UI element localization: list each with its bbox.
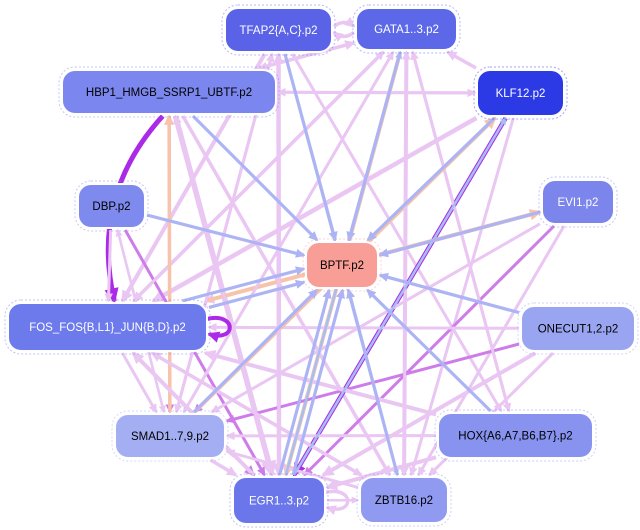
node-HBP1[interactable]: HBP1_HMGB_SSRP1_UBTF.p2 (58, 66, 280, 118)
node-body[interactable] (114, 413, 226, 459)
edge-EGR-HBP1 (173, 114, 274, 476)
edge-FOS-BPTF-hub7 (208, 279, 306, 309)
edge-HOX-FOS (203, 350, 437, 417)
edge-SMAD-EGR (209, 458, 238, 477)
node-body[interactable] (224, 7, 333, 53)
edge-EGR-BPTF-hub12 (291, 288, 345, 476)
node-body[interactable] (541, 179, 615, 225)
node-GATA[interactable]: GATA1..3.p2 (352, 4, 461, 54)
edge-DBP-FOS (104, 229, 113, 303)
edge-TFAP2-BPTF-hub0 (283, 53, 338, 242)
edge-ONECUT-FOS (207, 323, 520, 332)
edge-FOS-BPTF-hub6 (181, 266, 306, 303)
node-halo (538, 176, 618, 228)
node-halo (221, 4, 336, 56)
node-KLF12[interactable]: KLF12.p2 (473, 66, 568, 120)
node-halo (74, 180, 149, 232)
edge-SMAD-BPTF-hub9 (192, 288, 319, 414)
node-body[interactable] (77, 183, 146, 229)
node-halo (58, 66, 280, 118)
node-body[interactable] (476, 69, 565, 117)
edge-EVI1-SMAD (210, 222, 541, 414)
node-body[interactable] (355, 7, 458, 51)
edge-HOX-BPTF-hub10 (366, 288, 492, 413)
edge-TFAP2-HOX (291, 53, 503, 413)
node-TFAP2[interactable]: TFAP2{A,C}.p2 (221, 4, 336, 56)
self-loop-EGR (324, 489, 350, 515)
edge-EGR-KLF12 (293, 116, 507, 476)
edge-KLF12-GATA (445, 50, 477, 70)
node-SMAD[interactable]: SMAD1..7,9.p2 (111, 410, 229, 462)
node-BPTF[interactable]: BPTF.p2 (302, 238, 382, 292)
node-halo (302, 238, 382, 292)
self-loop-FOS (206, 315, 232, 343)
edge-HOX-EGR (324, 455, 437, 491)
edge-ONECUT-BPTF-hub8 (378, 272, 520, 315)
edge-GATA-BPTF-hub1 (346, 51, 402, 242)
node-halo (229, 473, 329, 528)
node-body[interactable] (61, 69, 277, 115)
edge-EVI1-BPTF-hub5 (378, 210, 541, 258)
node-FOS[interactable]: FOS_FOS{B,L1}_JUN{B,D}.p2 (4, 299, 211, 355)
node-body[interactable] (232, 476, 326, 525)
edge-SMAD-GATA (182, 50, 395, 413)
edge-FOS-SMAD (121, 352, 158, 414)
node-HOX[interactable]: HOX{A6,A7,B6,B7}.p2 (434, 409, 597, 462)
node-ZBTB16[interactable]: ZBTB16.p2 (356, 473, 452, 527)
node-body[interactable] (437, 412, 594, 459)
edge-KLF12-BPTF-hub3 (366, 116, 496, 242)
node-halo (356, 473, 452, 527)
node-ONECUT[interactable]: ONECUT1,2.p2 (517, 302, 639, 355)
edge-FOS-GATA (132, 50, 385, 303)
node-halo (434, 409, 597, 462)
node-halo (517, 302, 639, 355)
node-body[interactable] (520, 305, 636, 352)
node-EVI1[interactable]: EVI1.p2 (538, 176, 618, 228)
node-body[interactable] (7, 302, 208, 352)
node-body[interactable] (305, 241, 379, 289)
edge-EGR-TFAP2 (273, 52, 284, 476)
edge-KLF12-FOS (151, 116, 478, 303)
edge-ZBTB16-SMAD (225, 449, 359, 489)
edge-ZBTB16-GATA (402, 50, 411, 476)
node-body[interactable] (359, 476, 449, 524)
node-halo (352, 4, 461, 54)
edge-DBP-BPTF-hub4 (146, 213, 306, 258)
edge-HBP1-ZBTB16 (181, 115, 392, 477)
edge-KLF12-HBP1 (276, 88, 476, 97)
node-halo (4, 299, 211, 355)
edge-SMAD-HBP1 (164, 114, 175, 413)
edge-TFAP2-GATA (332, 16, 356, 29)
edge-ZBTB16-BPTF-hub13 (346, 288, 399, 476)
edge-HOX-GATA (410, 50, 511, 412)
node-halo (473, 66, 568, 120)
node-EGR[interactable]: EGR1..3.p2 (229, 473, 329, 528)
node-halo (111, 410, 229, 462)
edge-DBP-EGR (123, 229, 266, 477)
edge-GATA-TFAP2 (332, 30, 356, 43)
node-DBP[interactable]: DBP.p2 (74, 180, 149, 232)
edge-EGR-BPTF-hub11 (278, 288, 332, 476)
edge-HBP1-BPTF-hub2 (191, 114, 319, 242)
